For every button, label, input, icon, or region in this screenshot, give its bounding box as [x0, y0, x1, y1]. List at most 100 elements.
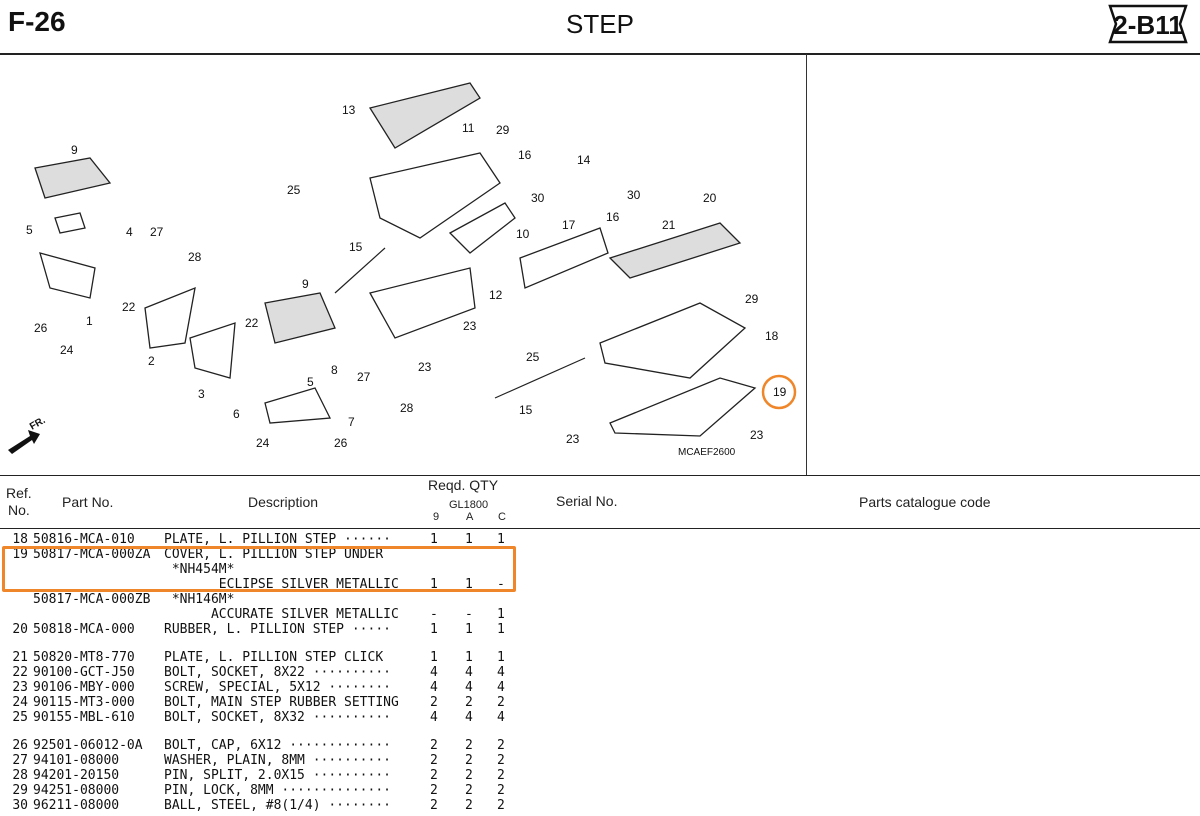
- cell-qa: 1: [465, 622, 473, 637]
- cell-qc: 2: [497, 768, 505, 783]
- cell-qc: 1: [497, 532, 505, 547]
- col-ref: Ref.: [6, 485, 32, 501]
- part-20-rubber: [608, 222, 742, 279]
- svg-text:23: 23: [566, 432, 580, 446]
- svg-text:27: 27: [357, 370, 371, 384]
- part-17-bracket: [519, 227, 609, 289]
- cell-qa: 1: [465, 650, 473, 665]
- table-header-rule: [0, 528, 1200, 529]
- cell-qc: 4: [497, 665, 505, 680]
- cell-qc: 4: [497, 710, 505, 725]
- svg-text:15: 15: [519, 403, 533, 417]
- svg-text:28: 28: [188, 250, 202, 264]
- cell-qc: 4: [497, 680, 505, 695]
- cell-q9: 4: [430, 710, 438, 725]
- cell-desc: BOLT, CAP, 6X12 ·············: [164, 738, 391, 753]
- svg-text:2: 2: [148, 354, 155, 368]
- part-3-bracket: [189, 322, 236, 379]
- cell-desc: BALL, STEEL, #8(1/4) ········: [164, 798, 391, 813]
- cell-desc: WASHER, PLAIN, 8MM ··········: [164, 753, 391, 768]
- cell-qa: 2: [465, 783, 473, 798]
- svg-text:26: 26: [334, 436, 348, 450]
- svg-text:30: 30: [531, 191, 545, 205]
- svg-text:11: 11: [462, 121, 475, 135]
- col-part-no: Part No.: [62, 494, 114, 510]
- col-ref-2: No.: [8, 502, 30, 518]
- cell-desc: PIN, SPLIT, 2.0X15 ··········: [164, 768, 391, 783]
- cell-ref: 25: [12, 710, 28, 725]
- cell-ref: 19: [12, 547, 28, 562]
- cell-q9: 2: [430, 768, 438, 783]
- diagram-code: MCAEF2600: [678, 447, 736, 458]
- cell-part: 50818-MCA-000: [33, 622, 135, 637]
- svg-text:28: 28: [400, 401, 414, 415]
- cell-q9: 1: [430, 577, 438, 592]
- svg-text:30: 30: [627, 188, 641, 202]
- cell-desc: PLATE, L. PILLION STEP CLICK: [164, 650, 384, 665]
- svg-text:29: 29: [745, 292, 759, 306]
- cell-part: 90106-MBY-000: [33, 680, 135, 695]
- cell-q9: 2: [430, 753, 438, 768]
- cell-q9: 2: [430, 798, 438, 813]
- part-5-clip: [54, 212, 86, 234]
- svg-text:13: 13: [342, 103, 356, 117]
- cell-qa: 2: [465, 753, 473, 768]
- col-q9: 9: [433, 511, 440, 523]
- cell-desc: PIN, LOCK, 8MM ··············: [164, 783, 391, 798]
- svg-text:8: 8: [331, 363, 338, 377]
- svg-text:23: 23: [418, 360, 432, 374]
- svg-text:25: 25: [287, 183, 301, 197]
- svg-text:3: 3: [198, 387, 205, 401]
- svg-text:12: 12: [489, 288, 503, 302]
- svg-text:9: 9: [302, 277, 309, 291]
- cell-desc: PLATE, L. PILLION STEP ······: [164, 532, 391, 547]
- highlight-box-row-19: [2, 546, 516, 592]
- part-13-rubber: [368, 82, 481, 149]
- cell-part: 94251-08000: [33, 783, 120, 798]
- part-7-holder: [264, 387, 332, 424]
- svg-text:23: 23: [463, 319, 477, 333]
- cell-q9: 2: [430, 695, 438, 710]
- svg-text:1: 1: [86, 314, 93, 328]
- part-15-pin: [334, 247, 386, 294]
- cell-qc: 1: [497, 650, 505, 665]
- cell-ref: 18: [12, 532, 28, 547]
- svg-text:25: 25: [526, 350, 540, 364]
- cell-part: 94101-08000: [33, 753, 120, 768]
- cell-part: 90155-MBL-610: [33, 710, 135, 725]
- cell-qc: 1: [497, 622, 505, 637]
- col-serial: Serial No.: [556, 493, 618, 509]
- cell-desc: *NH146M*: [164, 592, 235, 607]
- cell-part: 90115-MT3-000: [33, 695, 135, 710]
- cell-ref: 20: [12, 622, 28, 637]
- cell-qa: 2: [465, 768, 473, 783]
- cell-desc: ECLIPSE SILVER METALLIC: [164, 577, 399, 592]
- svg-text:18: 18: [765, 329, 779, 343]
- svg-text:22: 22: [122, 300, 136, 314]
- svg-text:16: 16: [518, 148, 532, 162]
- cell-part: 94201-20150: [33, 768, 120, 783]
- svg-text:16: 16: [606, 210, 620, 224]
- svg-text:29: 29: [496, 123, 510, 137]
- col-qc: C: [498, 511, 506, 523]
- cell-qc: -: [497, 577, 505, 592]
- cell-qc: 2: [497, 783, 505, 798]
- cell-q9: 4: [430, 665, 438, 680]
- svg-text:5: 5: [26, 223, 33, 237]
- part-9-rubber: [34, 157, 112, 199]
- svg-text:5: 5: [307, 375, 314, 389]
- cell-qc: 2: [497, 738, 505, 753]
- svg-text:7: 7: [348, 415, 355, 429]
- part-12-cover: [369, 267, 476, 339]
- cell-desc: BOLT, SOCKET, 8X22 ··········: [164, 665, 391, 680]
- svg-text:6: 6: [233, 407, 240, 421]
- svg-text:9: 9: [71, 143, 78, 157]
- cell-q9: -: [430, 607, 438, 622]
- cell-qc: 2: [497, 695, 505, 710]
- cell-q9: 2: [430, 783, 438, 798]
- cell-ref: 22: [12, 665, 28, 680]
- svg-text:14: 14: [577, 153, 591, 167]
- cell-qa: 2: [465, 738, 473, 753]
- col-reqd-qty: Reqd. QTY: [428, 477, 499, 493]
